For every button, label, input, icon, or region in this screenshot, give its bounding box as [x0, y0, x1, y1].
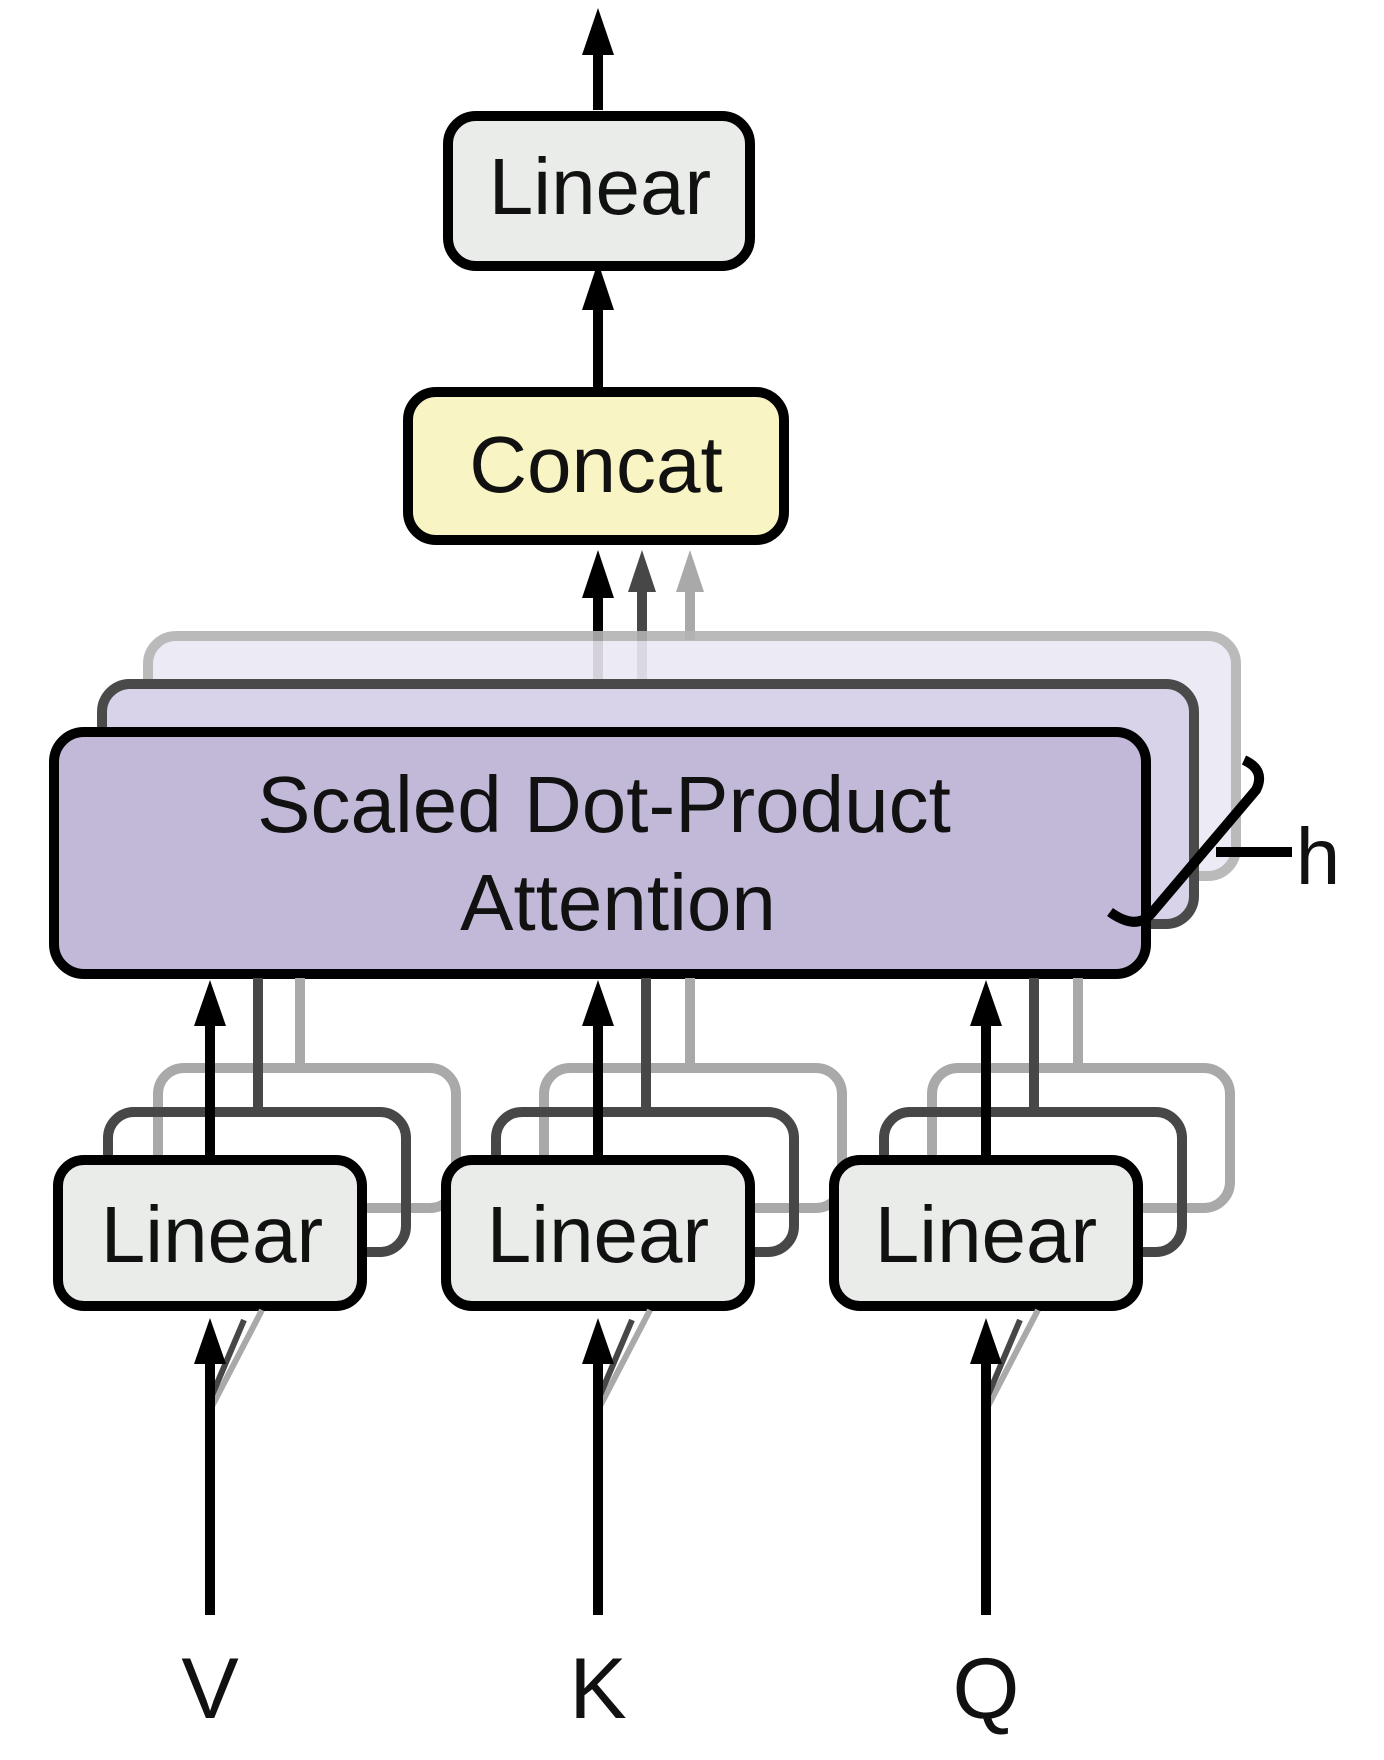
- attention-label-line2: Attention: [460, 858, 776, 947]
- concat-node: Concat: [403, 387, 789, 545]
- linear-k-group: Linear: [441, 978, 847, 1311]
- input-q-label: Q: [953, 1641, 1020, 1737]
- heads-brace: h: [1107, 755, 1341, 927]
- linear-v-label: Linear: [101, 1190, 323, 1279]
- linear-v-group: Linear: [53, 978, 461, 1311]
- linear-k-label: Linear: [487, 1190, 709, 1279]
- linear-output-label: Linear: [489, 142, 711, 231]
- attention-label-line1: Scaled Dot-Product: [257, 760, 951, 849]
- scaled-dot-product-attention-node: Scaled Dot-Product Attention: [49, 727, 1151, 979]
- input-q-arrow: [970, 1308, 1041, 1615]
- heads-label: h: [1296, 812, 1341, 901]
- linear-q-label: Linear: [875, 1190, 1097, 1279]
- input-v-arrow: [194, 1308, 265, 1615]
- concat-to-linear-arrow: [582, 262, 614, 390]
- linear-output-node: Linear: [443, 111, 755, 271]
- input-k-arrow: [582, 1308, 653, 1615]
- input-k-label: K: [569, 1641, 626, 1737]
- input-v-label: V: [181, 1641, 238, 1737]
- linear-q-group: Linear: [829, 978, 1235, 1311]
- output-arrow: [582, 8, 614, 110]
- concat-label: Concat: [469, 420, 722, 509]
